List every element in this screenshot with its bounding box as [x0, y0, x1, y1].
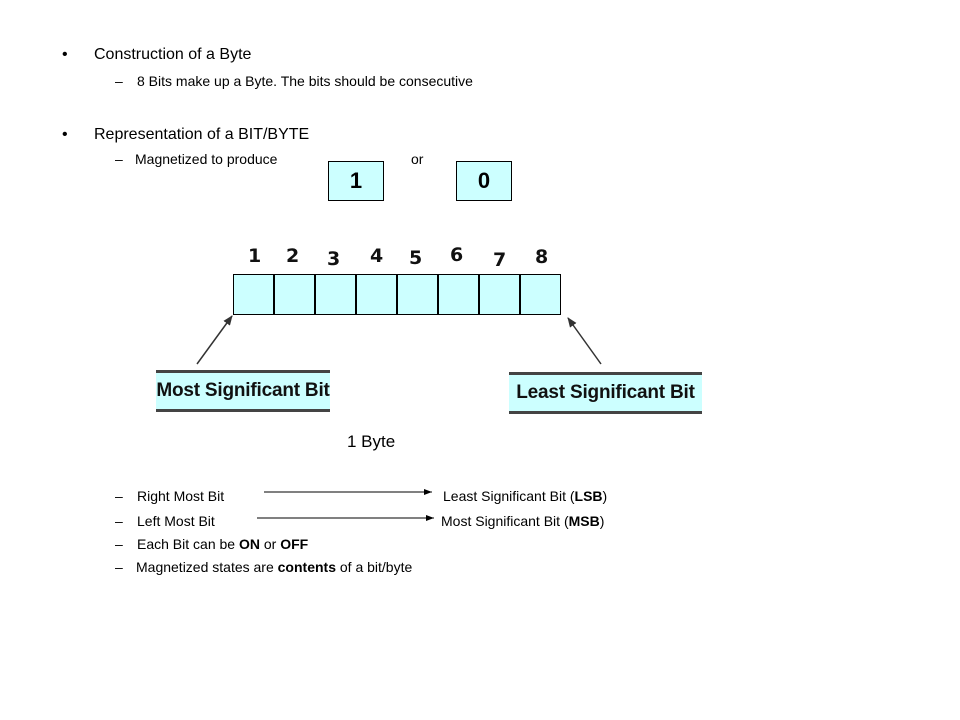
- contents-text: Magnetized states are contents of a bit/…: [136, 559, 413, 575]
- rightmost-text: Right Most Bit: [137, 488, 225, 504]
- bit-number: 5: [409, 247, 423, 269]
- value-box-zero: 0: [456, 161, 512, 201]
- dash: –: [115, 73, 123, 89]
- msb-arrow: [196, 315, 233, 365]
- bullet-dot: •: [62, 126, 68, 143]
- value-box-one: 1: [328, 161, 384, 201]
- byte-caption: 1 Byte: [347, 432, 396, 451]
- bit-cell: [356, 274, 397, 315]
- bit-cell: [233, 274, 274, 315]
- sub-representation: Magnetized to produce: [135, 151, 278, 167]
- bullet-dot: •: [62, 46, 68, 63]
- bit-number: 3: [327, 248, 341, 270]
- dash: –: [115, 513, 123, 529]
- msb-definition: Most Significant Bit (MSB): [441, 513, 605, 529]
- bit-number: 4: [370, 245, 384, 267]
- bit-cell: [315, 274, 356, 315]
- bit-number: 6: [450, 244, 464, 266]
- on-off-text: Each Bit can be ON or OFF: [137, 536, 309, 552]
- lsb-label: Least Significant Bit: [509, 372, 702, 414]
- bit-cell: [479, 274, 520, 315]
- sub-construction: 8 Bits make up a Byte. The bits should b…: [137, 73, 473, 89]
- heading-construction: Construction of a Byte: [94, 46, 252, 63]
- bit-cell: [520, 274, 561, 315]
- lsb-arrow: [567, 317, 602, 365]
- or-text: or: [411, 151, 424, 167]
- dash: –: [115, 559, 123, 575]
- lsb-definition: Least Significant Bit (LSB): [443, 488, 608, 504]
- bit-cell: [438, 274, 479, 315]
- leftmost-text: Left Most Bit: [137, 513, 215, 529]
- bit-number: 8: [535, 246, 549, 268]
- bit-cell: [397, 274, 438, 315]
- bit-number: 1: [248, 245, 262, 267]
- dash: –: [115, 151, 123, 167]
- dash: –: [115, 488, 123, 504]
- bit-cell: [274, 274, 315, 315]
- bit-number: 7: [493, 249, 507, 271]
- dash: –: [115, 536, 123, 552]
- bit-number: 2: [286, 245, 300, 267]
- msb-label: Most Significant Bit: [156, 370, 330, 412]
- heading-representation: Representation of a BIT/BYTE: [94, 126, 310, 143]
